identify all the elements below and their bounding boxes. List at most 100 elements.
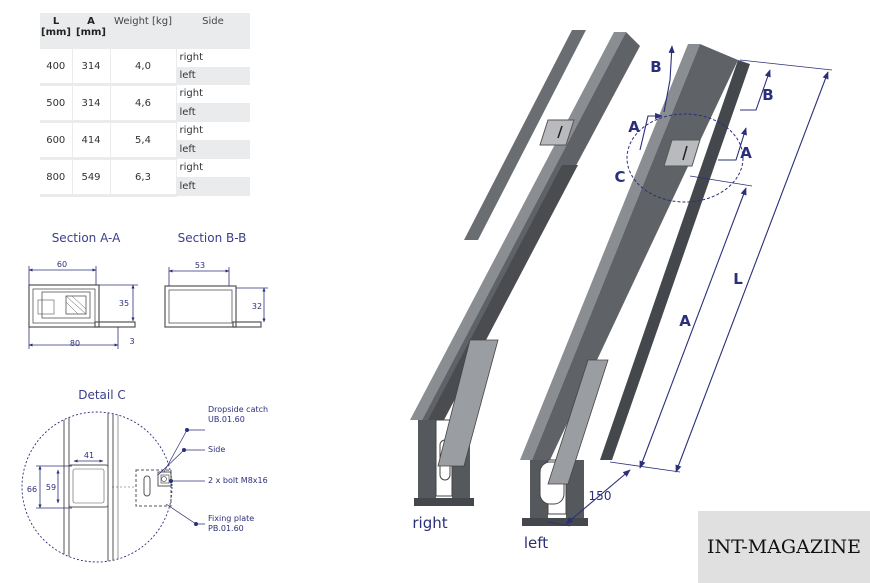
cell-l: 500 [40, 84, 73, 123]
header-side: Side [176, 13, 250, 49]
cut-b-left [663, 45, 675, 113]
section-bb-dim-top: 53 [195, 261, 205, 270]
cell-side-right: right [176, 84, 250, 103]
label-right: right [412, 514, 447, 532]
table-row: left [40, 177, 250, 196]
detail-c-rail [63, 412, 119, 562]
section-bb-profile [164, 285, 262, 328]
mark-a-dim: A [679, 312, 691, 330]
cell-side-left: left [176, 103, 250, 122]
label-side: Side [208, 445, 225, 454]
detail-c-dim-outer: 66 [27, 485, 37, 494]
rail-left-side-face [532, 44, 738, 460]
cell-weight: 4,0 [110, 49, 177, 86]
cell-weight: 4,6 [110, 84, 177, 123]
detail-c-title: Detail C [78, 388, 126, 402]
section-aa-dimensions [28, 266, 138, 349]
detail-c-marker-circle [626, 113, 744, 203]
section-aa-dim-top: 60 [57, 260, 67, 269]
header-a-label: A [87, 16, 95, 27]
cut-a-right [718, 127, 747, 161]
mark-a-right: A [740, 144, 752, 162]
dim-150-label: 150 [589, 489, 612, 503]
mark-b-left: B [650, 58, 661, 76]
rail-right-catch [539, 119, 575, 146]
section-aa: Section A-A 60 35 80 3 [28, 231, 138, 349]
cut-b-right [740, 69, 771, 111]
cell-side-left: left [176, 66, 250, 85]
section-aa-profile [28, 284, 136, 328]
rail-right-window [437, 339, 499, 467]
detail-c-catch [135, 469, 172, 507]
detail-c-leader-dots [169, 428, 198, 526]
mark-a-left: A [628, 118, 640, 136]
cell-weight: 6,3 [110, 158, 177, 197]
cell-a: 414 [72, 121, 111, 160]
detail-c: Detail C 41 66 59 [21, 388, 268, 563]
table-row: left [40, 66, 250, 85]
cell-a: 549 [72, 158, 111, 197]
cut-a-left [639, 112, 663, 151]
header-l-unit: [mm] [41, 27, 71, 38]
section-bb-dimensions [168, 267, 268, 323]
section-aa-dim-right: 35 [119, 299, 129, 308]
dim-line-a [639, 187, 747, 469]
header-weight: Weight [kg] [110, 13, 176, 49]
header-l-label: L [52, 16, 60, 27]
section-aa-dim-bottom: 80 [70, 339, 80, 348]
rail-right-foot [418, 420, 436, 498]
label-bolt: 2 x bolt M8x16 [208, 476, 268, 485]
cell-l: 800 [40, 158, 73, 197]
table-row: left [40, 140, 250, 159]
header-a: A [mm] [72, 13, 110, 49]
header-a-unit: [mm] [76, 27, 106, 38]
cell-side-left: left [176, 140, 250, 159]
rail-left-top-face [520, 44, 700, 460]
watermark-box: INT-MAGAZINE [698, 511, 870, 583]
label-fixing-plate: Fixing plate [208, 514, 254, 523]
cell-a: 314 [72, 84, 111, 123]
label-left: left [524, 534, 548, 552]
code-fixing-plate: PB.01.60 [208, 524, 244, 533]
detail-c-dim-width: 41 [84, 451, 94, 460]
rail-dimensions [547, 45, 833, 527]
rail-right-catch-slot [557, 125, 563, 139]
cell-side-right: right [176, 158, 250, 177]
table-header-row: L [mm] A [mm] Weight [kg] Side [40, 13, 250, 49]
section-aa-dim-small: 3 [129, 337, 134, 346]
cell-weight: 5,4 [110, 121, 177, 160]
cell-l: 400 [40, 49, 73, 86]
mark-b-right: B [762, 86, 773, 104]
rail-right [410, 30, 640, 506]
label-dropside-catch: Dropside catch [208, 405, 268, 414]
mark-c: C [614, 168, 625, 186]
cell-l: 600 [40, 121, 73, 160]
section-aa-title: Section A-A [52, 231, 121, 245]
cell-side-left: left [176, 177, 250, 196]
section-bb-dim-right: 32 [252, 302, 262, 311]
detail-c-circle [21, 411, 173, 563]
cell-a: 314 [72, 49, 111, 86]
rail-right-back-edge [464, 30, 586, 240]
mark-l: L [733, 270, 743, 288]
rail-right-base [414, 498, 474, 506]
cell-side-right: right [176, 121, 250, 140]
detail-c-dimensions [36, 459, 104, 509]
section-bb-title: Section B-B [178, 231, 247, 245]
rail-left-base [522, 518, 588, 526]
rail-right-top-face [410, 32, 626, 420]
rail-left [520, 44, 750, 526]
header-l: L [mm] [40, 13, 72, 49]
code-dropside-catch: UB.01.60 [208, 415, 245, 424]
dim-line-150 [565, 469, 631, 525]
watermark-text: INT-MAGAZINE [706, 536, 862, 558]
detail-c-dim-inner: 59 [46, 483, 56, 492]
cell-side-right: right [176, 49, 250, 67]
table-row: left [40, 103, 250, 122]
